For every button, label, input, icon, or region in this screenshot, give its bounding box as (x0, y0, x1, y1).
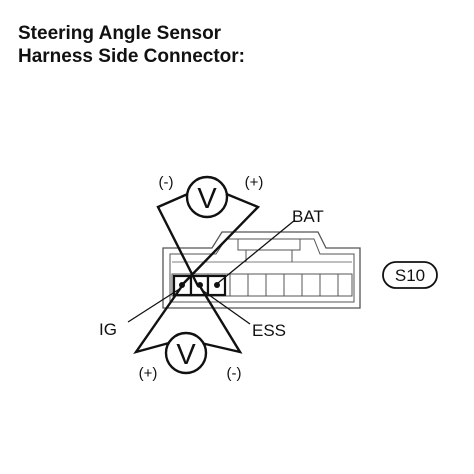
bottom-meter-negative-label: (-) (227, 365, 242, 382)
ess-terminal-label: ESS (252, 321, 286, 340)
connector-code-label: S10 (395, 266, 425, 285)
title-line-1: Steering Angle Sensor (18, 23, 222, 44)
ig-leader-line (127, 287, 182, 323)
top-meter-negative-label: (-) (159, 174, 174, 191)
top-voltmeter-symbol: V (197, 183, 217, 215)
top-voltmeter: V (185, 175, 229, 219)
bottom-voltmeter-circle (164, 331, 208, 375)
terminal-bat-dot (214, 282, 220, 288)
connector-code-outline (382, 261, 438, 289)
bat-terminal-label: BAT (292, 207, 324, 226)
label-leaders (127, 219, 296, 325)
bottom-meter-negative-lead (199, 286, 243, 354)
top-meter-negative-lead (156, 191, 200, 288)
bottom-voltmeter-symbol: V (176, 339, 196, 371)
bottom-meter-positive-lead (133, 284, 184, 355)
top-meter-leads (156, 191, 261, 288)
title-line-2: Harness Side Connector: (18, 46, 245, 67)
bottom-meter-positive-label: (+) (139, 365, 158, 382)
ig-terminal-label: IG (99, 320, 117, 339)
harness-connector (162, 231, 361, 309)
bottom-meter-leads (133, 284, 243, 355)
diagram-title: Steering Angle Sensor Harness Side Conne… (18, 22, 245, 68)
ess-leader-line (201, 289, 251, 325)
bottom-voltmeter: V (164, 331, 208, 375)
bat-leader-line (217, 219, 296, 284)
top-meter-positive-lead (179, 191, 261, 288)
top-voltmeter-circle (185, 175, 229, 219)
connector-code-badge: S10 (382, 261, 438, 289)
top-meter-positive-label: (+) (245, 174, 264, 191)
